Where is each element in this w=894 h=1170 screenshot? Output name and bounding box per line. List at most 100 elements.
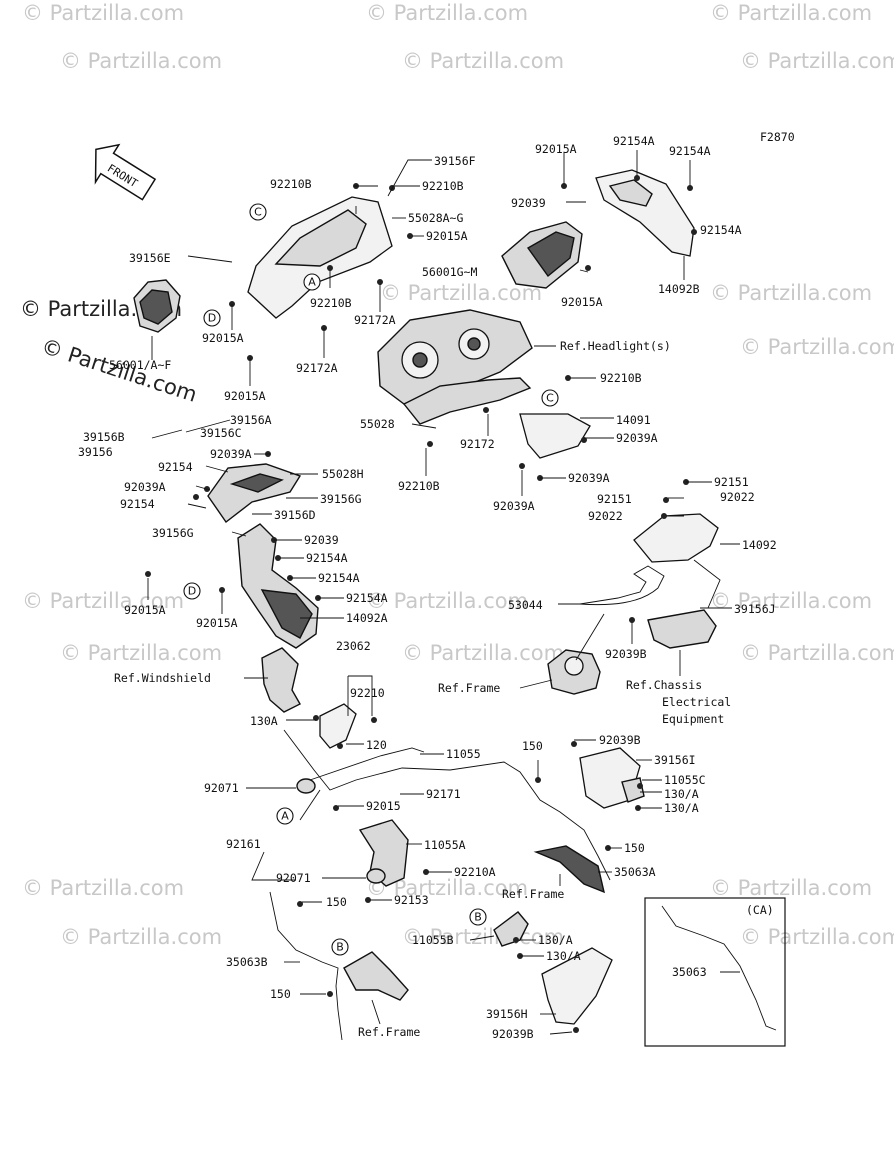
part-label: Ref.Frame (438, 681, 500, 695)
part-label: 39156B (83, 430, 125, 444)
part-label: Equipment (662, 712, 724, 726)
part-label: 92154A (700, 223, 742, 237)
part-label: 39156G (152, 526, 194, 540)
part-label: Electrical (662, 695, 731, 709)
part-label: 92039 (304, 533, 339, 547)
part-label: 92015A (535, 142, 577, 156)
part-label: 130/A (546, 949, 581, 963)
part-label: 92154A (318, 571, 360, 585)
part-label: 92071 (204, 781, 239, 795)
watermark-text: © Partzilla.com (60, 641, 222, 665)
part-label: 150 (522, 739, 543, 753)
watermark-text: © Partzilla.com (402, 641, 564, 665)
part-label: 92153 (394, 893, 429, 907)
part-label: 11055A (424, 838, 466, 852)
ref-callout-b: B (474, 911, 482, 924)
watermark-text: © Partzilla.com (380, 281, 542, 305)
part-label: 92154A (346, 591, 388, 605)
part-label: 92015A (561, 295, 603, 309)
part-label: 56001G~M (422, 265, 477, 279)
part-label: 92154A (669, 144, 711, 158)
part-label: (CA) (746, 903, 774, 917)
part-label: 92171 (426, 787, 461, 801)
part-label: 92210B (310, 296, 352, 310)
watermark-text: © Partzilla.com (402, 925, 564, 949)
part-label: 92022 (588, 509, 623, 523)
part-label: 92172A (354, 313, 396, 327)
part-label: 92210B (398, 479, 440, 493)
part-label: 39156A (230, 413, 272, 427)
watermark-text: © Partzilla.com (366, 1, 528, 25)
part-label: 92015A (124, 603, 166, 617)
ref-callout-d: D (188, 585, 196, 598)
part-label: 11055 (446, 747, 481, 761)
part-label: Ref.Frame (502, 887, 564, 901)
part-label: Ref.Frame (358, 1025, 420, 1039)
watermark-text: © Partzilla.com (402, 49, 564, 73)
part-label: 92172A (296, 361, 338, 375)
part-label: 92039A (210, 447, 252, 461)
watermark-text: © Partzilla.com (740, 49, 894, 73)
part-label: 39156I (654, 753, 696, 767)
watermark-text: © Partzilla.com (740, 925, 894, 949)
part-label: 39156C (200, 426, 242, 440)
part-drawings (133, 169, 786, 1047)
part-label: 92039A (568, 471, 610, 485)
part-label: 11055B (412, 933, 454, 947)
part-label: 130/A (664, 801, 699, 815)
watermark-text: © Partzilla.com (366, 589, 528, 613)
part-label: 39156E (129, 251, 171, 265)
part-label: 92039 (511, 196, 546, 210)
part-label: 92015A (196, 616, 238, 630)
part-label: 92039B (599, 733, 641, 747)
part-label: 92015A (426, 229, 468, 243)
watermark-text: © Partzilla.com (60, 925, 222, 949)
part-label: 39156J (734, 602, 776, 616)
part-label: 92151 (714, 475, 749, 489)
part-label: 55028 (360, 417, 395, 431)
part-label: 92022 (720, 490, 755, 504)
watermark-text: © Partzilla.com (710, 589, 872, 613)
part-label: 11055C (664, 773, 706, 787)
part-label: 39156F (434, 154, 476, 168)
part-label: 56001/A~F (109, 358, 171, 372)
part-label: 92210B (600, 371, 642, 385)
part-label: 92210A (454, 865, 496, 879)
part-label: Ref.Chassis (626, 678, 702, 692)
ref-callout-b: B (336, 941, 344, 954)
watermark-text: © Partzilla.com (740, 641, 894, 665)
ref-callout-a: A (308, 276, 316, 289)
part-label: 120 (366, 738, 387, 752)
watermark-text: © Partzilla.com (710, 876, 872, 900)
part-label: 92154A (306, 551, 348, 565)
part-label: 92154 (158, 460, 193, 474)
part-label: 92015 (366, 799, 401, 813)
part-label: 92071 (276, 871, 311, 885)
part-labels: 39156F 92015A 92154A 92154A 92210B 92210… (78, 134, 777, 1041)
part-label: 39156 (78, 445, 113, 459)
part-label: 35063B (226, 955, 268, 969)
ref-callout-d: D (208, 312, 216, 325)
part-label: 14092A (346, 611, 388, 625)
watermark-text: © Partzilla.com (22, 589, 184, 613)
part-label: 55028H (322, 467, 364, 481)
watermark-text: © Partzilla.com (740, 335, 894, 359)
ref-callouts: C A D C D A B B (183, 203, 559, 956)
part-label: 14091 (616, 413, 651, 427)
part-label: 92039A (124, 480, 166, 494)
part-label: 92210B (270, 177, 312, 191)
watermark-text: © Partzilla.com (60, 49, 222, 73)
part-label: 53044 (508, 598, 543, 612)
ref-callout-a: A (281, 810, 289, 823)
part-label: 35063 (672, 965, 707, 979)
front-arrow: FRONT (94, 143, 157, 201)
part-label: 23062 (336, 639, 371, 653)
part-label: 92039A (616, 431, 658, 445)
part-label: 92015A (224, 389, 266, 403)
part-label: 150 (270, 987, 291, 1001)
watermark-text: © Partzilla.com (22, 876, 184, 900)
part-label: 92161 (226, 837, 261, 851)
part-label: 130/A (538, 933, 573, 947)
part-label: 39156H (486, 1007, 528, 1021)
